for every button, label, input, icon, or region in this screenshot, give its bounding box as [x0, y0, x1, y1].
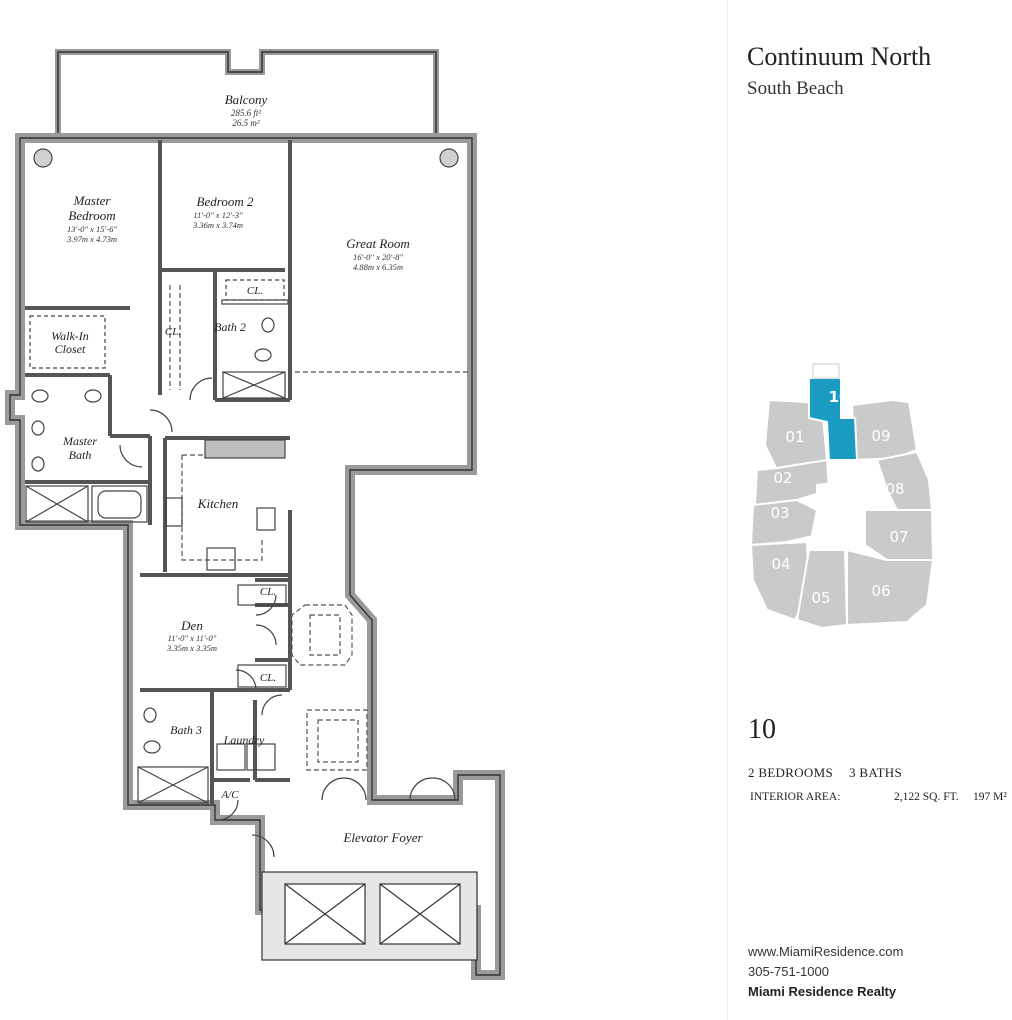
room-label-elevator-foyer: Elevator Foyer: [342, 830, 423, 845]
keyplate-label-03: 03: [770, 504, 789, 522]
keyplate-unit-06: [846, 549, 934, 626]
keyplate-label-08: 08: [885, 480, 904, 498]
room-label-walk-in-closet-2: Closet: [55, 342, 86, 356]
keyplate-unit-04: [750, 541, 810, 621]
info-panel: Continuum North South Beach 10 01 09 02 …: [747, 0, 1012, 1020]
master-bedroom-dims-m: 3.97m x 4.73m: [66, 234, 117, 244]
room-label-bath-2: Bath 2: [214, 320, 246, 334]
room-label-master-bedroom-2: Bedroom: [68, 208, 115, 223]
closet-label-bedroom-2: CL.: [247, 285, 263, 297]
unit-bedrooms: 2 BEDROOMS: [748, 765, 833, 780]
interior-area-sqft: 2,122 SQ. FT.: [894, 791, 959, 803]
room-label-master-bath-1: Master: [62, 434, 97, 448]
room-label-balcony: Balcony: [225, 92, 268, 107]
bedroom-2-dims-m: 3.36m x 3.74m: [192, 220, 243, 230]
interior-area-label: INTERIOR AREA:: [750, 791, 841, 803]
property-name: Continuum North: [747, 42, 932, 71]
great-room-dims-m: 4.88m x 6.35m: [353, 262, 403, 272]
unit-number: 10: [748, 714, 776, 745]
keyplate-label-04: 04: [771, 555, 790, 573]
room-label-great-room: Great Room: [346, 236, 409, 251]
keyplate: 10 01 09 02 08 03 07 04 05 06: [750, 363, 934, 629]
closet-label-den-1: CL.: [260, 586, 276, 598]
room-label-den: Den: [180, 618, 203, 633]
floor-plan: Balcony 285.6 ft² 26.5 m² Master Bedroom…: [5, 49, 505, 980]
contact-phone[interactable]: 305-751-1000: [748, 964, 829, 979]
closet-label-hall: CL.: [165, 326, 181, 338]
contact-block: www.MiamiResidence.com 305-751-1000 Miam…: [748, 942, 903, 1002]
den-dims-ft: 11'-0" x 11'-0": [168, 633, 217, 643]
panel-divider: [727, 0, 728, 1020]
keyplate-label-02: 02: [773, 469, 792, 487]
exterior-wall: [5, 133, 505, 980]
room-label-bedroom-2: Bedroom 2: [197, 194, 254, 209]
room-label-ac: A/C: [220, 789, 239, 801]
contact-website[interactable]: www.MiamiResidence.com: [748, 944, 904, 959]
contact-company: Miami Residence Realty: [748, 984, 897, 999]
master-bedroom-dims-ft: 13'-0" x 15'-6": [67, 224, 117, 234]
room-label-kitchen: Kitchen: [197, 496, 238, 511]
keyplate-label-05: 05: [811, 589, 830, 607]
room-label-master-bath-2: Bath: [69, 448, 92, 462]
room-label-walk-in-closet-1: Walk-In: [51, 329, 89, 343]
room-label-bath-3: Bath 3: [170, 723, 202, 737]
unit-baths: 3 BATHS: [849, 765, 903, 780]
keyplate-core: [808, 479, 866, 551]
room-label-master-bedroom-1: Master: [73, 193, 112, 208]
bedroom-2-dims-ft: 11'-0" x 12'-3": [193, 210, 243, 220]
den-dims-m: 3.35m x 3.35m: [166, 643, 217, 653]
closet-label-den-2: CL.: [260, 672, 276, 684]
unit-rooms: 2 BEDROOMS 3 BATHS: [748, 765, 902, 781]
keyplate-label-06: 06: [871, 582, 890, 600]
interior-area-sqm: 197 M²: [973, 791, 1007, 803]
property-location: South Beach: [747, 78, 844, 99]
interior-area: INTERIOR AREA: 2,122 SQ. FT. 197 M²: [750, 791, 1012, 803]
room-label-laundry: Laundry: [223, 733, 265, 747]
keyplate-label-07: 07: [889, 528, 908, 546]
great-room-dims-ft: 16'-0" x 20'-8": [353, 252, 403, 262]
keyplate-unit-10: [808, 377, 858, 461]
keyplate-label-09: 09: [871, 427, 890, 445]
balcony-area-ft: 285.6 ft²: [231, 108, 262, 118]
keyplate-label-10: 10: [829, 388, 850, 406]
balcony-area-m: 26.5 m²: [232, 118, 259, 128]
keyplate-label-01: 01: [785, 428, 804, 446]
